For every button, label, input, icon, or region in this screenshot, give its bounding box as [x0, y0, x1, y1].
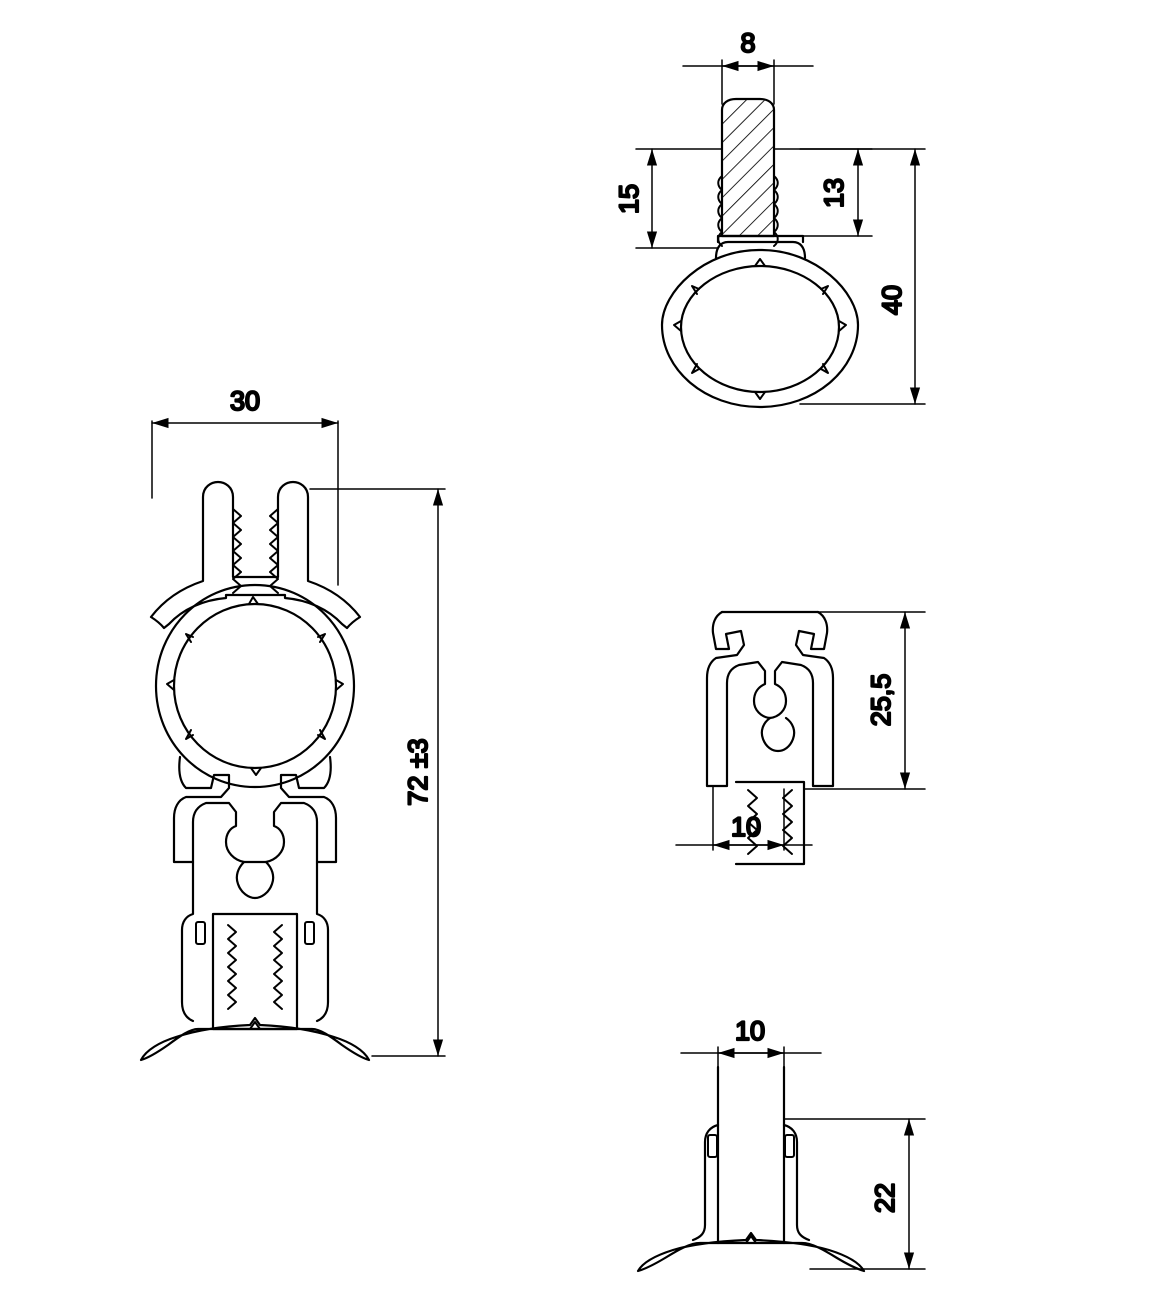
foot-stem-nib	[745, 1235, 757, 1244]
dim-label-22: 22	[870, 1183, 900, 1213]
clip-right-arm	[768, 610, 835, 788]
foot-tab-right	[784, 1134, 795, 1158]
foot-tab-left	[707, 1134, 718, 1158]
dim-clip-10	[675, 785, 813, 851]
stem-serration-left	[227, 924, 237, 1010]
clip-left-arm	[705, 610, 772, 788]
clip-bulb	[760, 716, 796, 753]
y-clip-detail: 25,5 10	[675, 610, 926, 866]
dim-width-30	[151, 417, 339, 586]
ring-inner	[172, 602, 338, 770]
channel-serration-left	[232, 508, 242, 594]
dim-22	[783, 1118, 926, 1270]
detail-ring-inner	[679, 264, 841, 394]
dim-label-13: 13	[819, 178, 849, 208]
dim-screw-8	[682, 59, 814, 105]
dim-label-foot-10: 10	[735, 1016, 765, 1046]
dim-15	[635, 148, 723, 249]
ring-with-screw-detail: 8 15 13 40	[613, 27, 926, 409]
dim-label-72: 72 ±3	[403, 738, 433, 805]
dim-label-8: 8	[740, 28, 755, 58]
sleeve-tab-left	[195, 921, 206, 945]
stem-serration-right	[273, 924, 283, 1010]
dim-foot-10	[680, 1046, 822, 1073]
main-profile-outline	[149, 480, 362, 630]
dim-40	[799, 148, 926, 405]
ring-outer	[154, 583, 356, 789]
clip-stem-serr-right	[782, 789, 793, 855]
screw-shank	[720, 97, 776, 238]
screw-thread-left	[717, 175, 723, 247]
dim-label-255: 25,5	[866, 674, 896, 727]
dim-height-72	[309, 488, 446, 1057]
detail-ring-outer	[660, 248, 860, 409]
stem-sleeve-left	[180, 860, 195, 1023]
channel-serration-right	[269, 508, 279, 594]
foot-sleeve-right	[782, 1123, 811, 1242]
dim-label-15: 15	[614, 184, 644, 214]
stem-channel-nib	[249, 1021, 261, 1030]
screw-thread-right	[773, 175, 779, 247]
dim-255	[803, 611, 926, 790]
dim-label-clip-10: 10	[731, 812, 761, 842]
sleeve-tab-right	[304, 921, 315, 945]
y-clip-left-arm	[172, 755, 246, 864]
main-profile-view: 30 72 ±3	[139, 385, 446, 1062]
detail-ring-barbs	[673, 258, 847, 400]
base-foot-detail: 10 22	[636, 1015, 926, 1273]
stem-sleeve-right	[315, 860, 330, 1023]
foot-outline	[139, 1016, 371, 1062]
detail-boss	[714, 240, 807, 260]
dim-label-30: 30	[230, 386, 260, 416]
y-clip-right-arm	[264, 755, 338, 864]
clip-stem-channel	[734, 780, 806, 866]
foot-sleeve-left	[691, 1123, 720, 1242]
dim-label-40: 40	[877, 285, 907, 315]
ring-barbs	[166, 596, 344, 776]
y-clip-bulb	[235, 860, 275, 900]
foot-flare	[636, 1231, 866, 1273]
